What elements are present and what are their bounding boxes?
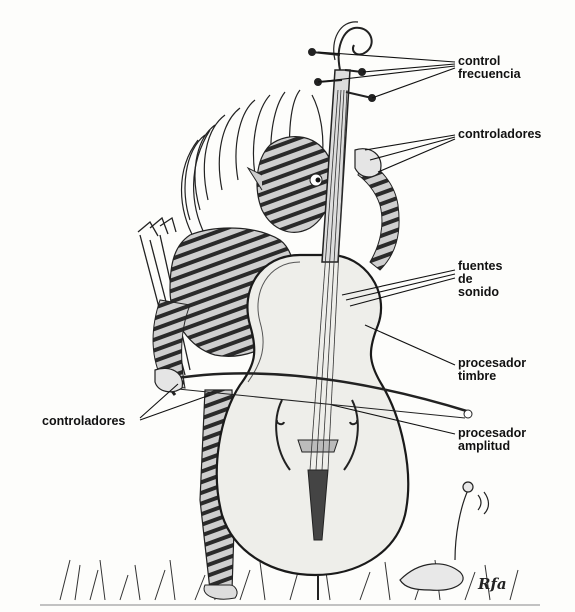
label-procesador-timbre: procesador timbre [458, 357, 526, 383]
leader-frecuencia-4 [372, 68, 455, 98]
leader-controladores-2 [370, 137, 455, 160]
label-control-frecuencia: control frecuencia [458, 55, 521, 81]
leader-controladores-3 [378, 139, 455, 172]
creature-face [248, 137, 333, 233]
snail-creature [400, 482, 489, 590]
artist-signature: Rfa [478, 575, 507, 593]
label-fuentes-de-sonido: fuentes de sonido [458, 260, 502, 299]
cello-neck [322, 22, 372, 262]
label-procesador-amplitud: procesador amplitud [458, 427, 526, 453]
leader-controladores-1 [365, 135, 455, 150]
leader-controladores-left-2 [140, 395, 210, 420]
label-controladores-left: controladores [42, 415, 125, 428]
label-controladores-top: controladores [458, 128, 541, 141]
leader-timbre [365, 325, 455, 365]
